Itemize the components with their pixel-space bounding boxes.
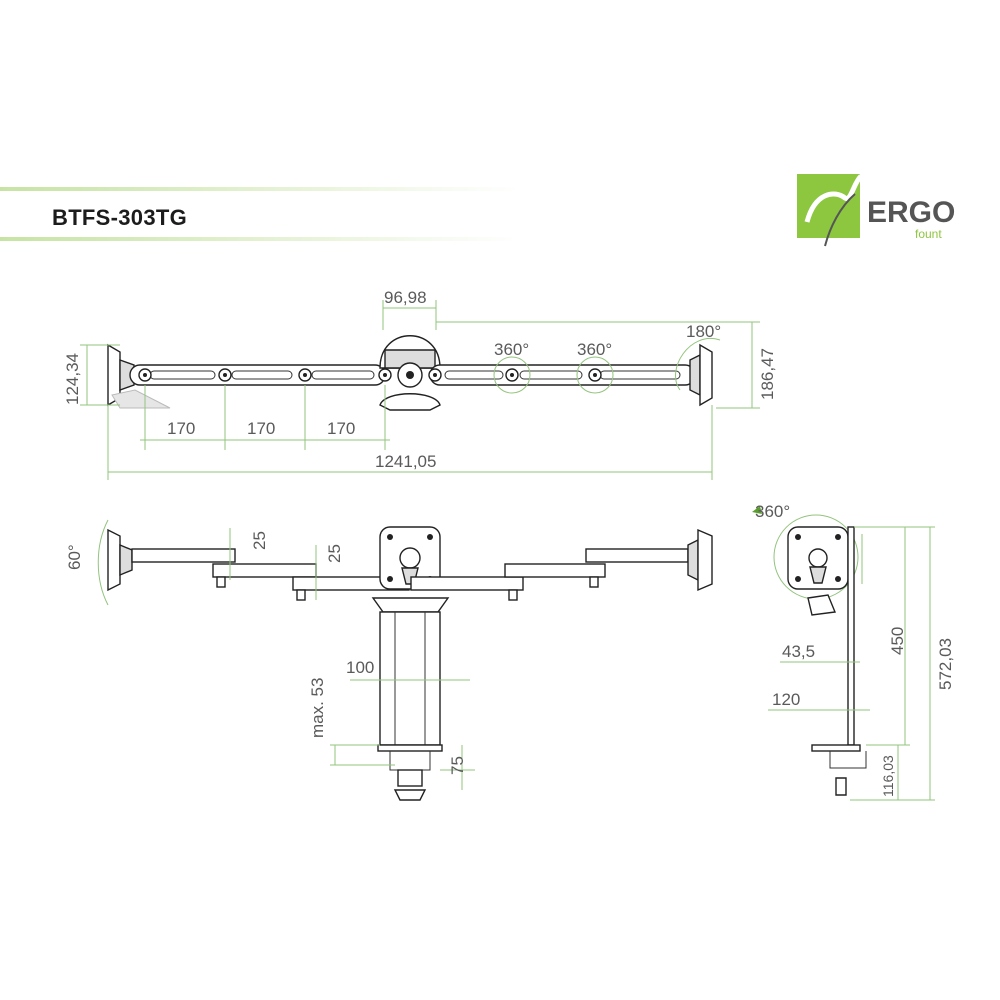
dim-clamp-depth: 75: [448, 756, 467, 775]
logo-brand: ERGO: [867, 196, 955, 229]
front-pole-top: [371, 597, 450, 613]
dim-right-height: 186,47: [758, 348, 777, 400]
dim-total-width: 1241,05: [375, 452, 436, 471]
dim-vesa-offset: 43,5: [782, 642, 815, 661]
dim-arm-segment-2: 170: [247, 419, 275, 438]
dim-base-width: 120: [772, 690, 800, 709]
front-left-arm-middle: [212, 563, 317, 578]
side-view: 360° 43,5 120 450 572,03 116,03: [752, 502, 955, 801]
side-base: [811, 744, 861, 752]
dim-total-height: 572,03: [936, 638, 955, 690]
dim-tilt: 180°: [686, 322, 721, 341]
front-left-plate: [107, 528, 121, 592]
front-left-arm-upper: [131, 548, 236, 563]
front-right-arm-middle: [504, 563, 606, 578]
dim-rotation-1: 360°: [494, 340, 529, 359]
ergofount-logo: ERGO fount: [797, 174, 955, 247]
dim-arm-offset-2: 25: [325, 544, 344, 563]
right-arm: [429, 364, 696, 386]
side-pole: [847, 526, 855, 746]
front-pole: [379, 611, 441, 746]
top-view: 96,98 360° 360° 180° 124,34 186,47 170 1…: [63, 288, 777, 480]
dim-arm-segment-3: 170: [327, 419, 355, 438]
front-clamp-knob: [393, 789, 427, 801]
dim-desk-thickness: max. 53: [308, 678, 327, 738]
dim-left-height: 124,34: [63, 353, 82, 405]
logo-sub: fount: [915, 227, 942, 241]
dim-rotation-2: 360°: [577, 340, 612, 359]
left-arm: [129, 364, 386, 386]
dim-tilt-angle: 60°: [65, 544, 84, 570]
dim-pole-height: 450: [888, 627, 907, 655]
dim-clamp-height: 116,03: [880, 755, 896, 797]
dim-arm-offset-1: 25: [250, 531, 269, 550]
dim-side-rotation: 360°: [755, 502, 790, 521]
dim-arm-segment-1: 170: [167, 419, 195, 438]
front-right-arm-lower: [410, 576, 524, 591]
front-right-plate: [697, 528, 713, 592]
dim-pole-width: 100: [346, 658, 374, 677]
side-clamp-knob: [835, 777, 847, 796]
title-band: [0, 187, 520, 241]
front-right-arm-upper: [585, 548, 689, 563]
dim-joint-offset: 96,98: [384, 288, 427, 307]
front-base: [377, 744, 443, 752]
front-view: 60° 25 25 100 max. 53 75: [65, 519, 713, 801]
model-title: BTFS-303TG: [52, 205, 188, 230]
right-monitor-plate: [699, 343, 713, 407]
